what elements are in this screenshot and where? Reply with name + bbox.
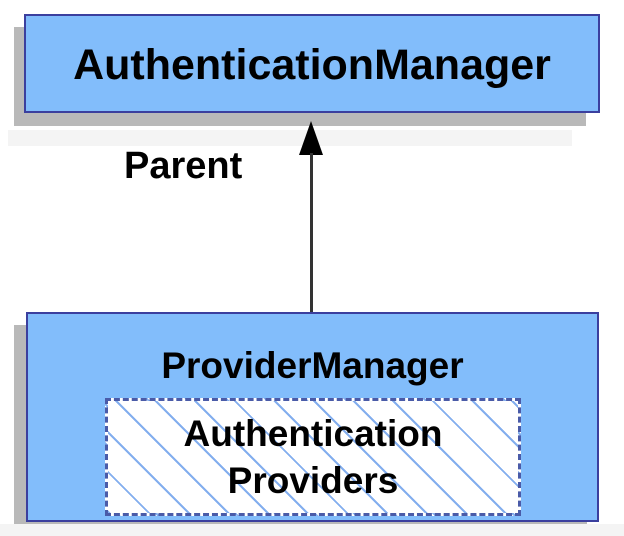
generalization-arrowhead-icon [299, 121, 323, 155]
generalization-edge-parent[interactable] [310, 153, 313, 313]
compartment-authentication-providers[interactable]: Authentication Providers [105, 398, 521, 516]
compartment-label-line-2: Providers [227, 460, 399, 501]
provider-manager-soft-shadow [0, 524, 624, 536]
class-node-provider-manager[interactable]: ProviderManager Authentication Providers [26, 312, 599, 522]
compartment-label-line-1: Authentication [183, 413, 443, 454]
class-node-authentication-manager[interactable]: AuthenticationManager [24, 14, 600, 113]
edge-label-parent: Parent [124, 145, 243, 187]
class-title-authentication-manager: AuthenticationManager [73, 41, 551, 89]
authentication-manager-soft-shadow [8, 130, 572, 146]
class-title-provider-manager: ProviderManager [161, 345, 464, 386]
